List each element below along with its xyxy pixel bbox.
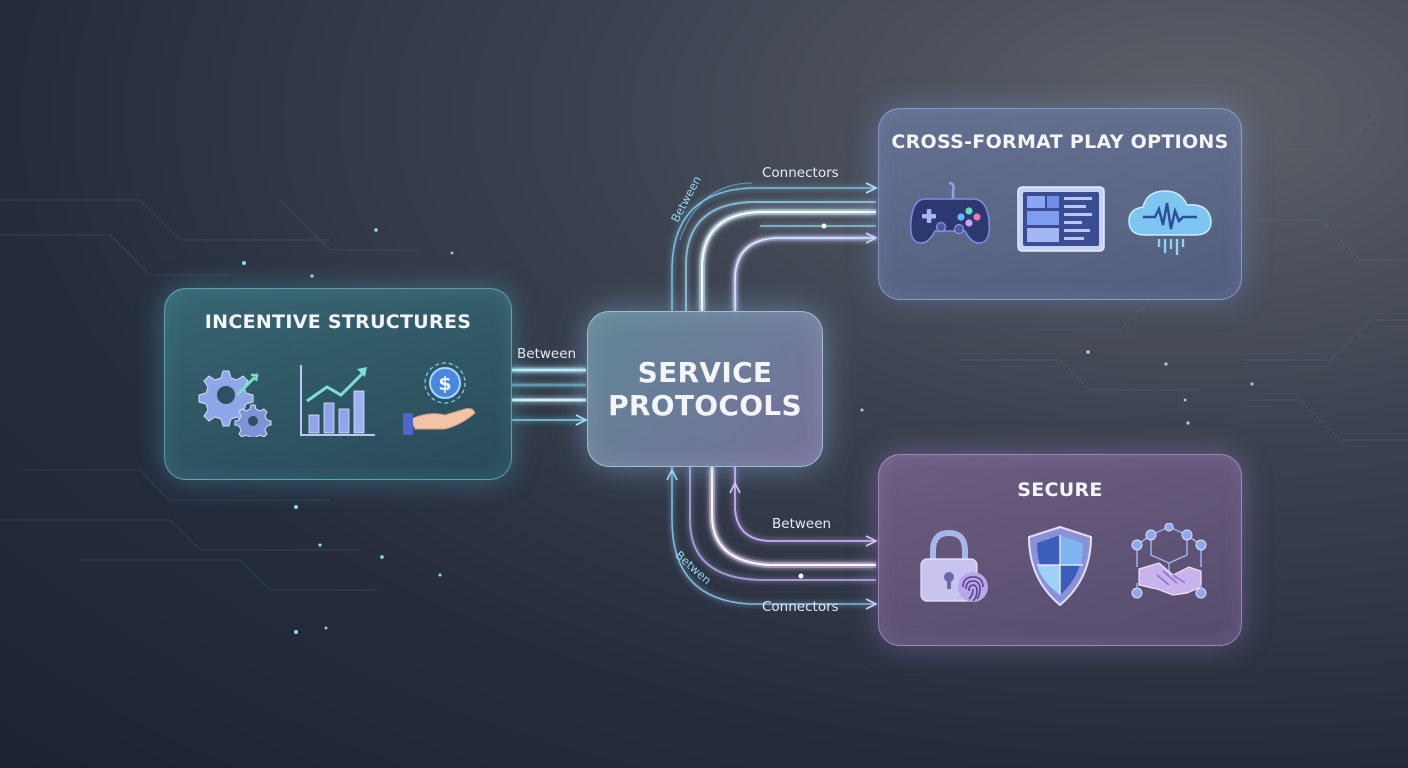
service-protocols-title-line1: SERVICE (637, 356, 773, 389)
cross-format-play-box: CROSS-FORMAT PLAY OPTIONS (878, 108, 1242, 300)
left-arrowhead (575, 414, 588, 426)
label-top-connectors: Connectors (762, 165, 839, 181)
label-left-between: Between (517, 346, 577, 362)
label-bottom-connectors: Connectors (762, 599, 839, 615)
center-to-bottom-lines (671, 467, 876, 605)
shield-icon (1027, 525, 1093, 607)
lock-fingerprint-icon (920, 529, 988, 602)
bottom-arrowhead-up (666, 468, 678, 481)
bottom-arrowhead-up-2 (729, 481, 741, 494)
bar-chart-growth-icon (300, 365, 375, 436)
left-to-center-lines (512, 367, 586, 421)
network-handshake-icon (1131, 523, 1207, 599)
pulse-dot (821, 223, 827, 229)
top-arrowhead-2 (865, 232, 878, 244)
service-protocols-title: SERVICE PROTOCOLS (588, 356, 822, 422)
gears-icon (198, 370, 272, 437)
gamepad-icon (909, 181, 991, 244)
tablet-screen-icon (1017, 186, 1105, 252)
center-to-top-lines (671, 187, 876, 311)
cloud-audio-icon (1128, 190, 1212, 255)
incentive-structures-box: INCENTIVE STRUCTURES $ (164, 288, 512, 480)
label-arc-top (679, 182, 753, 241)
service-protocols-box: SERVICE PROTOCOLS (587, 311, 823, 467)
bottom-arrowhead-2 (865, 598, 878, 610)
svg-text:$: $ (438, 373, 451, 395)
circuit-traces (0, 109, 1408, 591)
incentive-structures-title: INCENTIVE STRUCTURES (204, 311, 472, 333)
service-protocols-title-line2: PROTOCOLS (608, 389, 802, 422)
label-bottom-between: Between (772, 516, 832, 532)
pulse-dot-2 (798, 573, 804, 579)
cross-format-play-title: CROSS-FORMAT PLAY OPTIONS (891, 131, 1229, 153)
secure-title: SECURE (1017, 479, 1103, 501)
secure-box: SECURE (878, 454, 1242, 646)
coin-hand-icon: $ (403, 362, 476, 435)
top-arrowhead-1 (865, 182, 878, 194)
bottom-arrowhead-1 (865, 535, 878, 547)
glow-particles (242, 228, 1254, 634)
